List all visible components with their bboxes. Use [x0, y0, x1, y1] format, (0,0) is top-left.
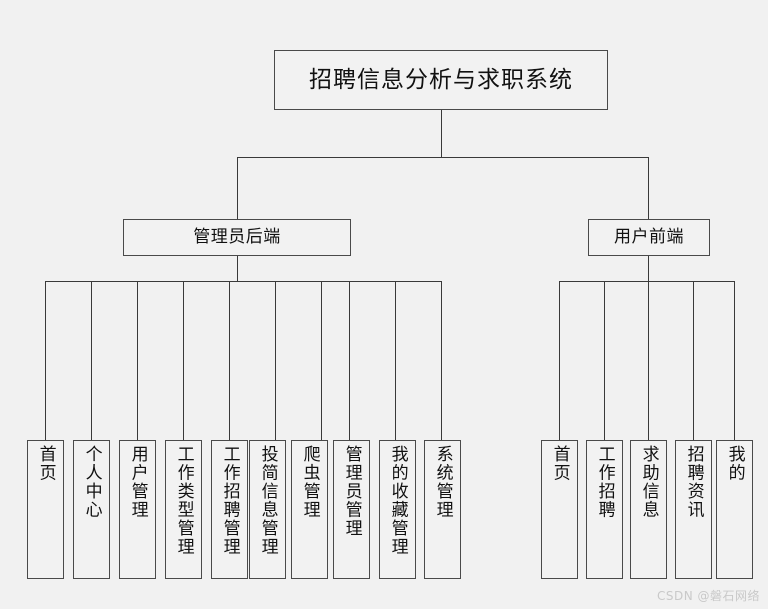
node-root-label: 招聘信息分析与求职系统: [309, 66, 573, 93]
node-leaf-admin-6: 投简信息管理: [249, 440, 286, 579]
node-leaf-user-3: 求助信息: [630, 440, 667, 579]
connector-admin-leaf-drop-2: [91, 281, 92, 440]
connector-user-leaf-drop-4: [693, 281, 694, 440]
node-leaf-user-2-label: 工作招聘: [594, 445, 615, 519]
connector-admin-leaf-drop-6: [275, 281, 276, 440]
node-leaf-user-1: 首页: [541, 440, 578, 579]
node-leaf-admin-1-label: 首页: [35, 445, 56, 482]
node-leaf-admin-7: 爬虫管理: [291, 440, 328, 579]
connector-root-bus: [237, 157, 649, 158]
connector-root-stem: [441, 110, 442, 157]
node-branch-admin-label: 管理员后端: [193, 227, 281, 247]
node-leaf-admin-2-label: 个人中心: [81, 445, 102, 519]
node-leaf-admin-7-label: 爬虫管理: [299, 445, 320, 519]
connector-admin-stem: [237, 256, 238, 282]
node-branch-user-label: 用户前端: [614, 227, 684, 247]
node-leaf-user-5: 我的: [716, 440, 753, 579]
node-branch-admin: 管理员后端: [123, 219, 351, 256]
node-leaf-admin-4: 工作类型管理: [165, 440, 202, 579]
connector-admin-leaf-drop-7: [321, 281, 322, 440]
node-leaf-user-1-label: 首页: [549, 445, 570, 482]
connector-admin-leaf-drop-3: [137, 281, 138, 440]
connector-admin-bus: [45, 281, 441, 282]
connector-user-leaf-drop-2: [604, 281, 605, 440]
node-leaf-user-4: 招聘资讯: [675, 440, 712, 579]
node-leaf-admin-9-label: 我的收藏管理: [387, 445, 408, 556]
connector-user-leaf-drop-5: [734, 281, 735, 440]
node-leaf-admin-10: 系统管理: [424, 440, 461, 579]
node-leaf-admin-4-label: 工作类型管理: [173, 445, 194, 556]
node-root-system: 招聘信息分析与求职系统: [274, 50, 608, 110]
connector-user-leaf-drop-3: [648, 281, 649, 440]
node-branch-user: 用户前端: [588, 219, 710, 256]
node-leaf-admin-8: 管理员管理: [333, 440, 370, 579]
connector-user-leaf-drop-1: [559, 281, 560, 440]
connector-user-stem: [648, 256, 649, 282]
connector-user-bus: [559, 281, 734, 282]
connector-admin-leaf-drop-5: [229, 281, 230, 440]
node-leaf-admin-5-label: 工作招聘管理: [219, 445, 240, 556]
watermark-text: CSDN @磐石网络: [656, 589, 760, 603]
connector-admin-leaf-drop-9: [395, 281, 396, 440]
node-leaf-admin-1: 首页: [27, 440, 64, 579]
node-leaf-admin-5: 工作招聘管理: [211, 440, 248, 579]
connector-admin-leaf-drop-4: [183, 281, 184, 440]
node-leaf-admin-3: 用户管理: [119, 440, 156, 579]
connector-admin-leaf-drop-8: [349, 281, 350, 440]
connector-user-drop: [648, 157, 649, 219]
node-leaf-user-2: 工作招聘: [586, 440, 623, 579]
node-leaf-user-3-label: 求助信息: [638, 445, 659, 519]
node-leaf-admin-8-label: 管理员管理: [341, 445, 362, 538]
node-leaf-admin-2: 个人中心: [73, 440, 110, 579]
connector-admin-drop: [237, 157, 238, 219]
node-leaf-admin-3-label: 用户管理: [127, 445, 148, 519]
node-leaf-admin-6-label: 投简信息管理: [257, 445, 278, 556]
connector-admin-leaf-drop-10: [441, 281, 442, 440]
node-leaf-user-4-label: 招聘资讯: [683, 445, 704, 519]
node-leaf-user-5-label: 我的: [724, 445, 745, 482]
connector-admin-leaf-drop-1: [45, 281, 46, 440]
node-leaf-admin-9: 我的收藏管理: [379, 440, 416, 579]
node-leaf-admin-10-label: 系统管理: [432, 445, 453, 519]
